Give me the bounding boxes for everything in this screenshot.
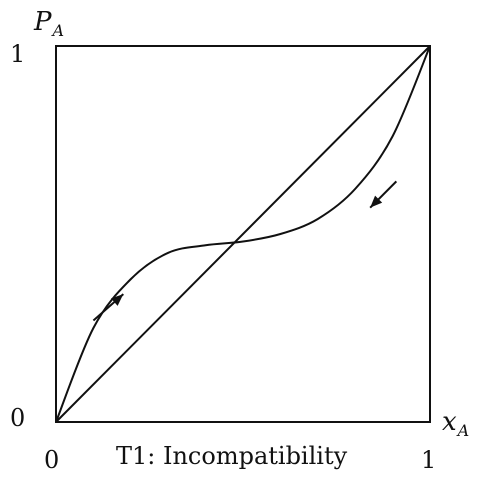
- direction-arrows: [92, 180, 398, 322]
- y-tick-top: 1: [10, 40, 25, 68]
- x-tick-right: 1: [421, 446, 436, 474]
- tick-labels: 1 0 0 1: [10, 40, 436, 474]
- x-axis-label: xA: [442, 407, 469, 440]
- y-tick-bottom: 0: [10, 404, 25, 432]
- down-arrowhead-icon: [370, 195, 383, 208]
- chart-title: T1: Incompatibility: [116, 442, 348, 470]
- x-tick-left: 0: [44, 446, 59, 474]
- up-arrowhead-icon: [111, 294, 124, 306]
- plot-frame: [55, 45, 431, 423]
- axis-labels: PA xA: [33, 7, 469, 440]
- incompatibility-curve: [55, 45, 431, 423]
- y-axis-label: PA: [33, 7, 64, 40]
- plot-area: [55, 45, 431, 423]
- diagonal-line: [55, 45, 431, 423]
